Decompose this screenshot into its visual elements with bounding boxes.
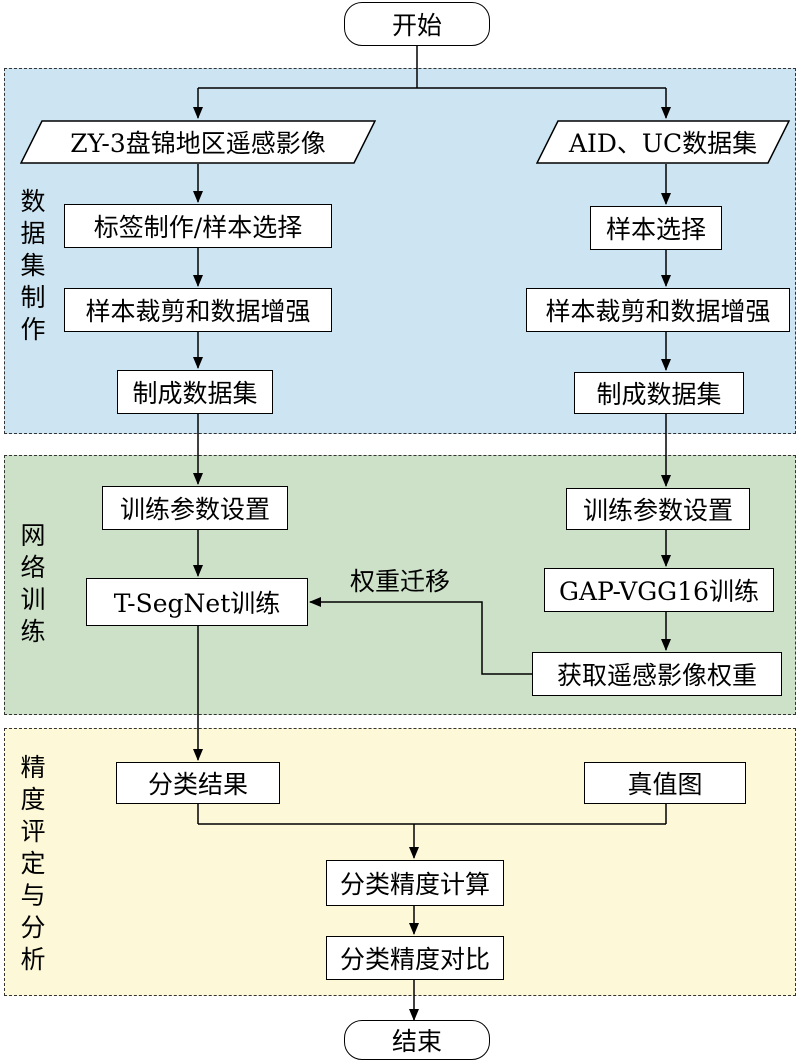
right-make-dataset-box: 制成数据集 (574, 372, 744, 414)
right-input-parallelogram: AID、UC数据集 (536, 120, 790, 164)
label-making-box: 标签制作/样本选择 (64, 204, 332, 248)
right-crop-augment-box: 样本裁剪和数据增强 (526, 288, 790, 332)
left-make-dataset-box: 制成数据集 (117, 370, 273, 414)
accuracy-calc-box: 分类精度计算 (326, 860, 504, 906)
right-sample-select-box: 样本选择 (590, 206, 722, 250)
weight-transfer-label: 权重迁移 (350, 567, 451, 596)
left-crop-augment-box: 样本裁剪和数据增强 (64, 288, 332, 332)
dataset-section-label: 数据集制作 (20, 187, 46, 344)
gap-vgg16-training-box: GAP-VGG16训练 (544, 568, 774, 612)
right-params-box: 训练参数设置 (566, 488, 750, 530)
parallelogram-shape (20, 120, 376, 164)
left-input-parallelogram: ZY-3盘锦地区遥感影像 (20, 120, 376, 164)
end-terminal: 结束 (344, 1020, 490, 1060)
evaluation-section-label: 精度评定与分析 (20, 753, 46, 974)
left-input-label: ZY-3盘锦地区遥感影像 (70, 129, 326, 158)
classification-result-box: 分类结果 (116, 762, 280, 804)
tsegnet-training-box: T-SegNet训练 (86, 578, 308, 626)
start-terminal: 开始 (344, 2, 490, 46)
left-params-box: 训练参数设置 (102, 486, 288, 530)
right-input-label: AID、UC数据集 (568, 129, 758, 158)
get-weights-box: 获取遥感影像权重 (532, 652, 782, 696)
training-section-label: 网络训练 (20, 521, 46, 646)
accuracy-compare-box: 分类精度对比 (326, 936, 504, 980)
parallelogram-shape (536, 120, 790, 164)
ground-truth-box: 真值图 (584, 762, 746, 804)
